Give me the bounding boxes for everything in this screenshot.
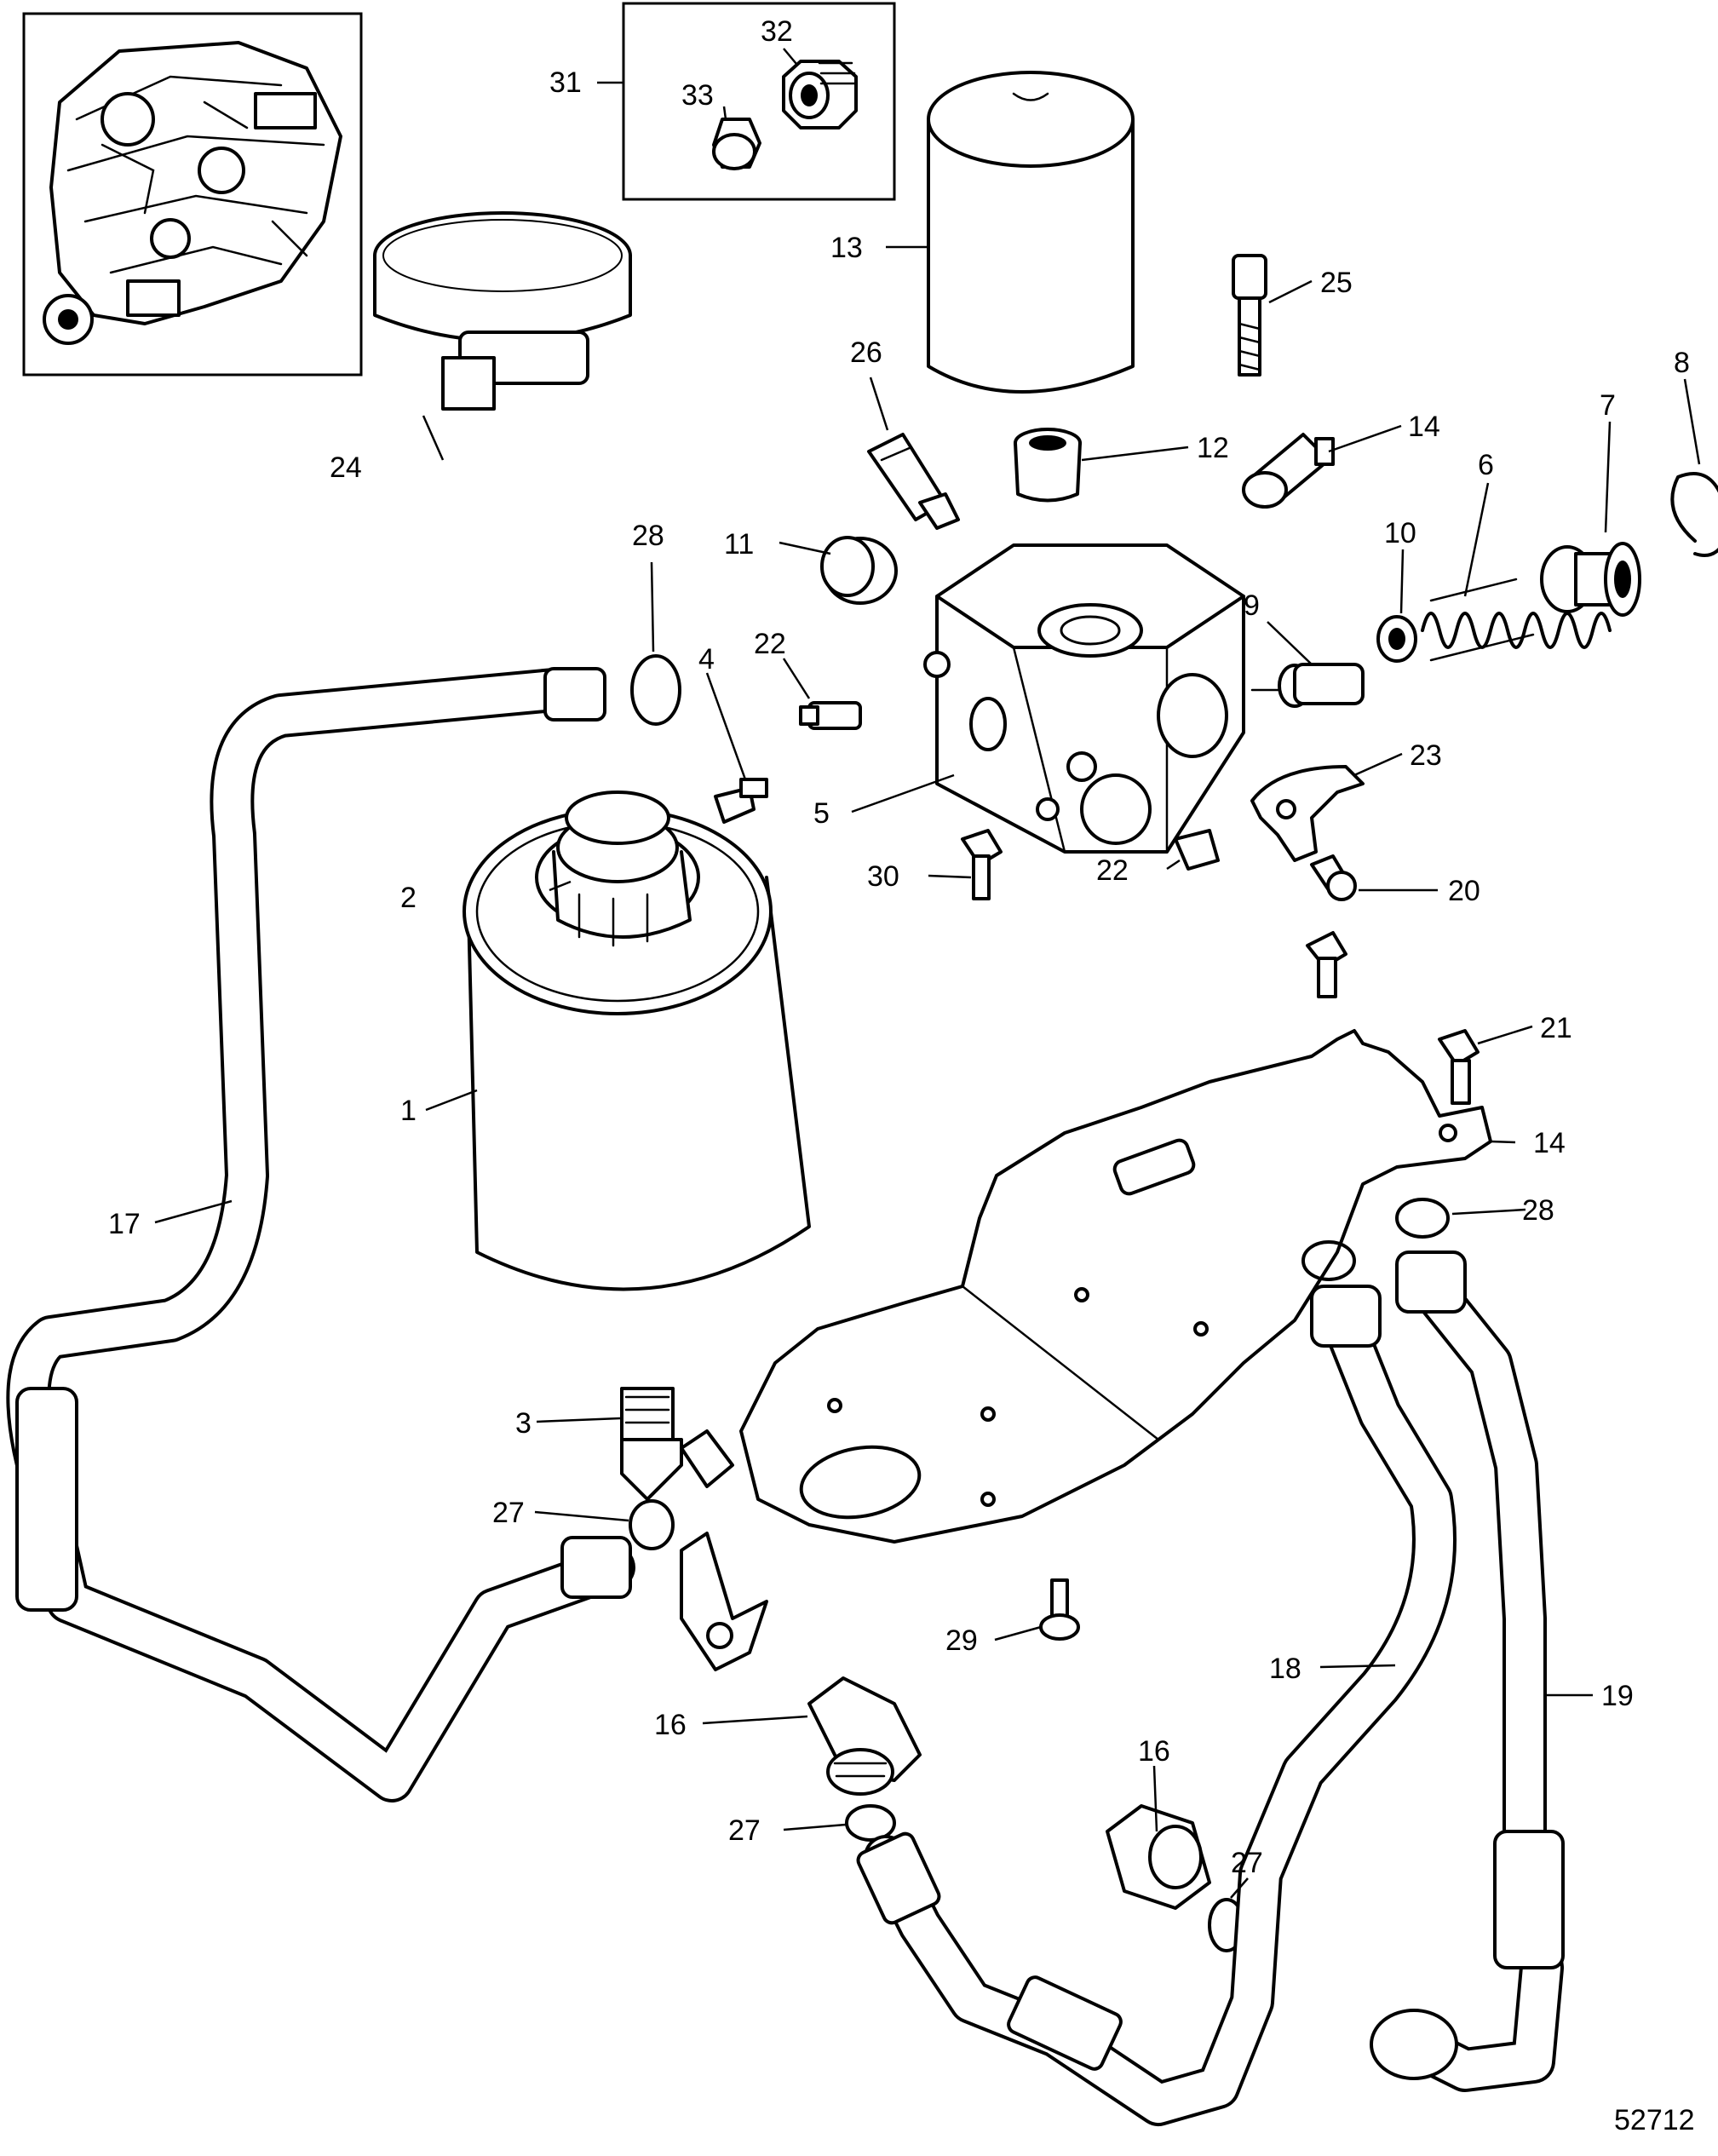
valve-4	[714, 778, 768, 824]
clip-bracket	[680, 1532, 768, 1671]
engine-locator-inset	[22, 12, 363, 377]
bolt-near-20	[1306, 931, 1347, 998]
callout-30: 30	[867, 860, 899, 893]
fitting-12	[1014, 428, 1082, 503]
spring-6	[1421, 578, 1612, 662]
fitting-22-lower	[1174, 829, 1220, 871]
mounting-plate-14	[739, 1029, 1492, 1544]
callout-labels: 1 2 3 4 5 6 7 8 9 10 11 12 13 14 14 16 1…	[108, 15, 1690, 1879]
washer-10	[1376, 615, 1417, 663]
callout-11: 11	[724, 528, 754, 561]
leader-lines	[154, 48, 1701, 1899]
callout-27-middle: 27	[728, 1814, 761, 1847]
callout-12: 12	[1197, 432, 1229, 464]
fitting-32	[782, 60, 858, 129]
callout-19: 19	[1601, 1680, 1634, 1712]
bolt-20	[1310, 854, 1357, 901]
callout-16-upper: 16	[654, 1709, 687, 1741]
callout-1: 1	[400, 1095, 417, 1127]
retaining-ring-8	[1670, 472, 1718, 557]
callout-6: 6	[1478, 449, 1494, 481]
callout-27-lower: 27	[1231, 1847, 1263, 1879]
callout-3: 3	[515, 1407, 531, 1440]
callout-8: 8	[1674, 347, 1690, 379]
callout-14-upper: 14	[1408, 411, 1440, 443]
callout-5: 5	[813, 797, 830, 830]
callout-27-upper: 27	[492, 1497, 525, 1529]
callout-28-lower: 28	[1522, 1194, 1554, 1227]
callout-13: 13	[830, 232, 863, 264]
screw-25	[1232, 254, 1267, 377]
o-ring-27-middle	[845, 1804, 896, 1842]
bolt-29	[1039, 1578, 1080, 1641]
cap-2	[565, 791, 670, 845]
bracket-23	[1250, 765, 1365, 862]
filter-element-13	[927, 71, 1135, 394]
fitting-22-upper	[799, 701, 862, 730]
sensor-26	[867, 433, 960, 530]
callout-31: 31	[549, 66, 582, 99]
callout-21: 21	[1540, 1012, 1572, 1044]
callout-25: 25	[1320, 267, 1353, 299]
callout-9: 9	[1244, 589, 1260, 622]
callout-22-lower: 22	[1096, 854, 1129, 887]
plug-33	[712, 118, 761, 170]
callout-24: 24	[330, 451, 362, 484]
filter-canister-1	[463, 808, 811, 1291]
o-ring-27-upper	[629, 1499, 675, 1550]
callout-20: 20	[1448, 875, 1480, 907]
callout-18: 18	[1269, 1653, 1301, 1685]
cap-7	[1540, 542, 1641, 617]
fitting-16-lower	[1106, 1804, 1211, 1910]
figure-number: 52712	[1614, 2104, 1695, 2136]
callout-32: 32	[761, 15, 793, 48]
bolt-30	[961, 829, 1003, 900]
callout-28-upper: 28	[632, 520, 664, 552]
valve-9	[1250, 663, 1365, 708]
callout-4: 4	[698, 643, 715, 676]
bolt-21	[1438, 1029, 1480, 1105]
o-ring-28-lower	[1301, 1198, 1450, 1281]
callout-23: 23	[1410, 739, 1442, 772]
filter-housing-5	[923, 543, 1245, 854]
sensor-14-upper	[1242, 433, 1335, 509]
callout-10: 10	[1384, 517, 1416, 549]
tube-19	[1370, 1250, 1565, 2092]
engine-locator-thumbnail-icon	[43, 41, 342, 345]
elbow-fitting-3	[620, 1387, 734, 1501]
plug-11	[820, 536, 898, 605]
fitting-16-upper	[807, 1676, 922, 1796]
hose-clamp-24	[373, 211, 632, 411]
o-ring-28-upper	[630, 654, 681, 726]
callout-17: 17	[108, 1208, 141, 1240]
tube-18	[856, 1285, 1457, 2126]
fitting-kit-box	[622, 2, 896, 201]
callout-29: 29	[945, 1624, 978, 1657]
callout-2: 2	[400, 882, 417, 914]
callout-22-upper: 22	[754, 628, 786, 660]
callout-14-lower: 14	[1533, 1127, 1566, 1159]
callout-16-lower: 16	[1138, 1735, 1170, 1768]
callout-7: 7	[1600, 389, 1616, 422]
callout-26: 26	[850, 336, 882, 369]
callout-33: 33	[681, 79, 714, 112]
hose-17	[6, 667, 635, 1802]
